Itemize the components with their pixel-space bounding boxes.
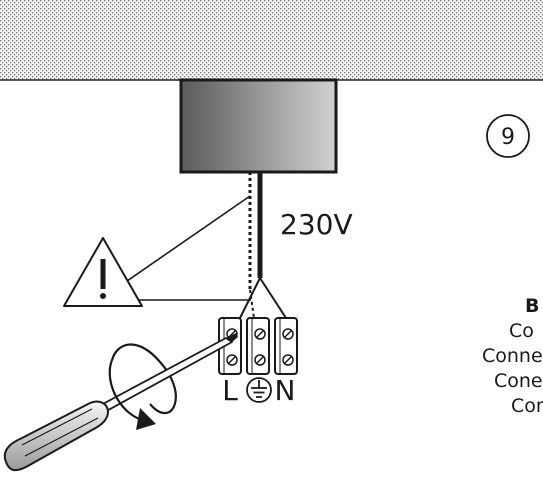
junction-box: [179, 78, 338, 174]
warning-triangle-icon: [63, 237, 143, 307]
ceiling: [0, 0, 543, 81]
side-text-line-2: Co: [509, 320, 534, 342]
warning-callout-lines: [113, 195, 251, 301]
rotation-arrow-icon: [136, 408, 156, 430]
voltage-label: 230V: [280, 208, 353, 241]
side-text-line-1: B: [525, 295, 539, 317]
terminal-label-neutral: N: [275, 374, 296, 407]
cable: [239, 172, 287, 319]
side-text-line-5: Con: [511, 395, 543, 417]
terminal-block: [218, 317, 298, 375]
terminal-label-live: L: [222, 374, 238, 407]
side-text-line-4: Cone: [494, 370, 543, 392]
earth-ground-icon: [246, 377, 272, 403]
step-number-circle: [486, 114, 530, 158]
step-number: 9: [501, 125, 515, 150]
screwdriver: [3, 333, 238, 472]
side-text-line-3: Conne: [482, 345, 543, 367]
